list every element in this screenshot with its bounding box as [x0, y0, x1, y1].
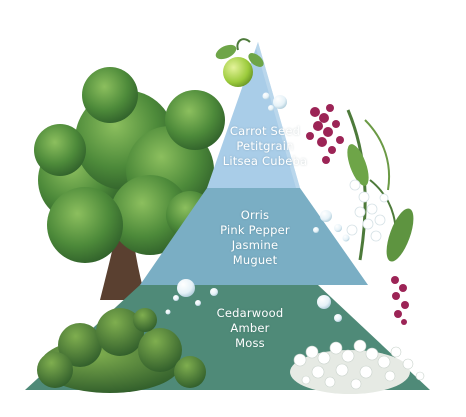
base-note: Moss [235, 336, 265, 350]
white-flower-cluster-icon [290, 339, 425, 394]
top-tier [207, 42, 300, 188]
lilac-lily-of-the-valley-icon [306, 104, 414, 325]
lime-fruit-icon [215, 38, 264, 87]
top-note: Litsea Cubeba [222, 154, 308, 168]
middle-note: Jasmine [231, 238, 279, 252]
middle-notes-list: Orris Pink Pepper Jasmine Muguet [190, 208, 320, 268]
middle-tier [140, 188, 368, 285]
base-note: Amber [230, 321, 270, 335]
base-notes-list: Cedarwood Amber Moss [180, 306, 320, 351]
moss-bush-icon [37, 308, 206, 393]
top-notes-list: Carrot Seed Petitgrain Litsea Cubeba [200, 124, 330, 169]
middle-note: Pink Pepper [220, 223, 290, 237]
water-droplets [165, 92, 350, 322]
top-note: Carrot Seed [229, 124, 301, 138]
top-note: Petitgrain [236, 139, 294, 153]
middle-note: Orris [240, 208, 270, 222]
middle-note: Muguet [232, 253, 278, 267]
tree-icon [34, 67, 225, 300]
base-note: Cedarwood [216, 306, 284, 320]
